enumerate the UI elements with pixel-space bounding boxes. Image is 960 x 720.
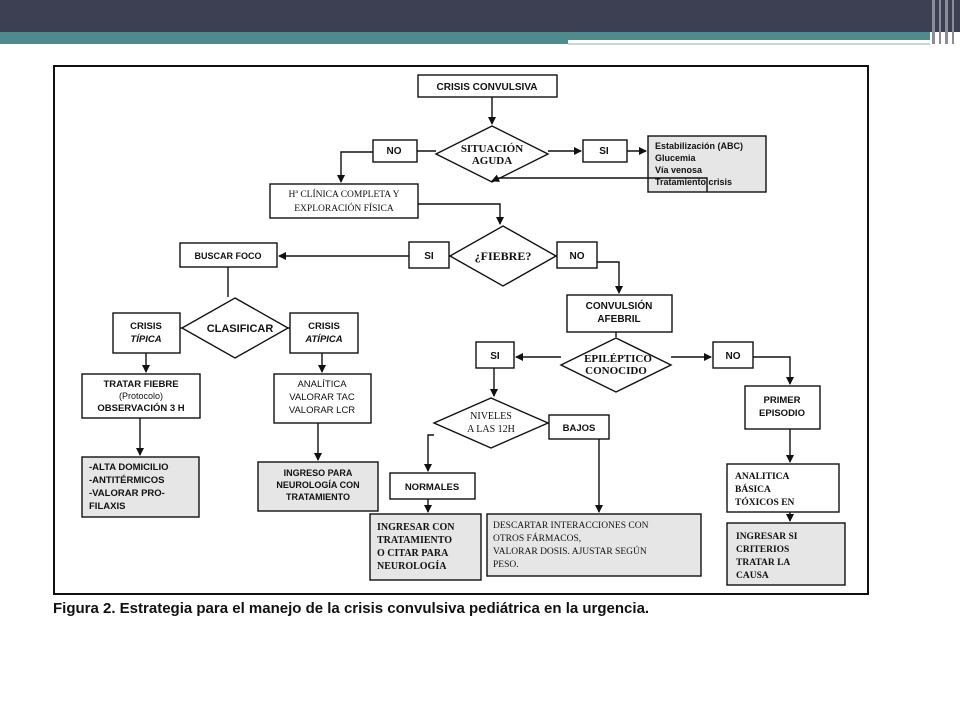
- label-alta-4: FILAXIS: [89, 501, 125, 512]
- label-tratar-3: OBSERVACIÓN 3 H: [97, 402, 184, 414]
- box-ingresar-tratamiento: [369, 513, 482, 581]
- label-analitica-basica-2: BÁSICA: [735, 483, 771, 495]
- label-no-2: NO: [570, 251, 585, 262]
- label-normales: NORMALES: [405, 482, 459, 493]
- diamond-niveles: [432, 397, 550, 449]
- label-tratar-2: (Protocolo): [119, 391, 163, 401]
- label-estab-2: Glucemia: [655, 153, 697, 163]
- label-ingresar-si-1: INGRESAR SI: [736, 532, 798, 542]
- diamond-fiebre: [448, 225, 558, 287]
- label-ingreso-neuro-3: TRATAMIENTO: [286, 492, 350, 502]
- diamond-clasificar: [180, 297, 290, 359]
- label-ingresar-3: O CITAR PARA: [377, 548, 449, 559]
- slide-accent-bar-lower: [0, 40, 568, 44]
- box-analitica-tac: [273, 373, 372, 424]
- label-ingreso-neuro-1: INGRESO PARA: [284, 468, 353, 478]
- label-descartar-1: DESCARTAR INTERACCIONES CON: [493, 521, 649, 531]
- box-primer-episodio: [744, 385, 821, 430]
- connectors: [136, 97, 794, 522]
- label-alta-3: -VALORAR PRO-: [89, 488, 165, 499]
- label-crisis-tipica-2: TÍPICA: [130, 334, 161, 345]
- label-afebril: AFEBRIL: [597, 314, 640, 325]
- box-analitica-basica: [726, 463, 840, 513]
- label-crisis-atipica-2: ATÍPICA: [304, 334, 342, 345]
- box-normales: [389, 472, 476, 500]
- label-conocido: CONOCIDO: [585, 365, 647, 377]
- label-epileptico: EPILÉPTICO: [584, 353, 652, 365]
- box-convulsion-afebril: [566, 294, 673, 333]
- label-fiebre: ¿FIEBRE?: [475, 249, 532, 263]
- label-analitica-1: ANALÍTICA: [297, 379, 347, 390]
- figure-caption: Figura 2. Estrategia para el manejo de l…: [53, 600, 650, 617]
- label-si-1: SI: [599, 146, 609, 157]
- label-alta-1: -ALTA DOMICILIO: [89, 462, 169, 473]
- label-clasificar: CLASIFICAR: [207, 323, 274, 335]
- label-episodio: EPISODIO: [759, 408, 805, 419]
- label-bajos: BAJOS: [563, 423, 596, 434]
- label-crisis-atipica-1: CRISIS: [308, 321, 340, 332]
- label-estab-4: Tratamiento crisis: [655, 177, 732, 187]
- label-ingresar-si-4: CAUSA: [736, 571, 769, 581]
- box-crisis-convulsiva: [417, 74, 558, 98]
- label-hclinica-1: Hª CLÍNICA COMPLETA Y: [288, 188, 399, 200]
- label-no-3: NO: [726, 351, 741, 362]
- label-ingresar-si-2: CRITERIOS: [736, 545, 789, 555]
- label-si-3: SI: [490, 351, 500, 362]
- label-ingresar-si-3: TRATAR LA: [736, 558, 790, 568]
- label-alta-2: -ANTITÉRMICOS: [89, 475, 164, 486]
- label-si-2: SI: [424, 251, 434, 262]
- label-analitica-3: VALORAR LCR: [289, 405, 355, 416]
- slide-header-bar: [0, 0, 960, 32]
- label-convulsion: CONVULSIÓN: [586, 299, 653, 312]
- box-alta-domicilio: [81, 456, 200, 518]
- box-si-3: [475, 341, 515, 369]
- slide-accent-bar: [0, 32, 930, 40]
- box-historia-clinica: [269, 183, 419, 219]
- header-stripe: [939, 0, 941, 44]
- label-no-1: NO: [387, 146, 402, 157]
- box-tratar-fiebre: [81, 373, 201, 419]
- label-ingreso-neuro-2: NEUROLOGÍA CON: [276, 480, 359, 490]
- diamond-situacion-aguda: [434, 125, 550, 183]
- box-si-2: [408, 241, 450, 269]
- label-crisis-tipica-1: CRISIS: [130, 321, 162, 332]
- box-crisis-atipica: [289, 312, 359, 354]
- label-descartar-2: OTROS FÁRMACOS,: [493, 532, 581, 544]
- diamond-epileptico-conocido: [559, 337, 673, 393]
- label-situacion: SITUACIÓN: [461, 143, 523, 155]
- label-ingresar-1: INGRESAR CON: [377, 522, 455, 533]
- header-stripe: [932, 0, 935, 44]
- box-ingreso-neurologia: [257, 461, 379, 512]
- label-aguda: AGUDA: [472, 155, 512, 167]
- label-buscar-foco: BUSCAR FOCO: [195, 251, 262, 261]
- label-hclinica-2: EXPLORACIÓN FÍSICA: [294, 202, 394, 214]
- box-no-2: [556, 241, 598, 269]
- label-estab-1: Estabilización (ABC): [655, 141, 743, 151]
- box-no-3: [712, 341, 754, 369]
- box-ingresar-si-criterios: [726, 522, 846, 586]
- label-ingresar-2: TRATAMIENTO: [377, 535, 452, 546]
- label-analitica-basica-3: TÓXICOS EN: [735, 496, 795, 508]
- label-descartar-4: PESO.: [493, 560, 519, 570]
- header-stripe: [952, 0, 954, 44]
- label-analitica-2: VALORAR TAC: [289, 392, 355, 403]
- label-crisis-convulsiva: CRISIS CONVULSIVA: [437, 82, 538, 93]
- label-analitica-basica-1: ANALITICA: [735, 472, 790, 482]
- box-buscar-foco: [179, 242, 278, 268]
- label-a-las-12h: A LAS 12H: [467, 424, 515, 435]
- slide-accent-line: [568, 43, 930, 45]
- label-estab-3: Vía venosa: [655, 165, 703, 175]
- label-descartar-3: VALORAR DOSIS. AJUSTAR SEGÚN: [493, 545, 647, 557]
- label-primer: PRIMER: [764, 395, 801, 406]
- box-bajos: [548, 414, 610, 440]
- box-descartar-interacciones: [486, 513, 702, 577]
- label-niveles: NIVELES: [470, 411, 512, 422]
- header-stripe: [945, 0, 948, 44]
- box-crisis-tipica: [112, 312, 181, 354]
- label-tratar-1: TRATAR FIEBRE: [103, 379, 178, 390]
- label-ingresar-4: NEUROLOGÍA: [377, 560, 447, 572]
